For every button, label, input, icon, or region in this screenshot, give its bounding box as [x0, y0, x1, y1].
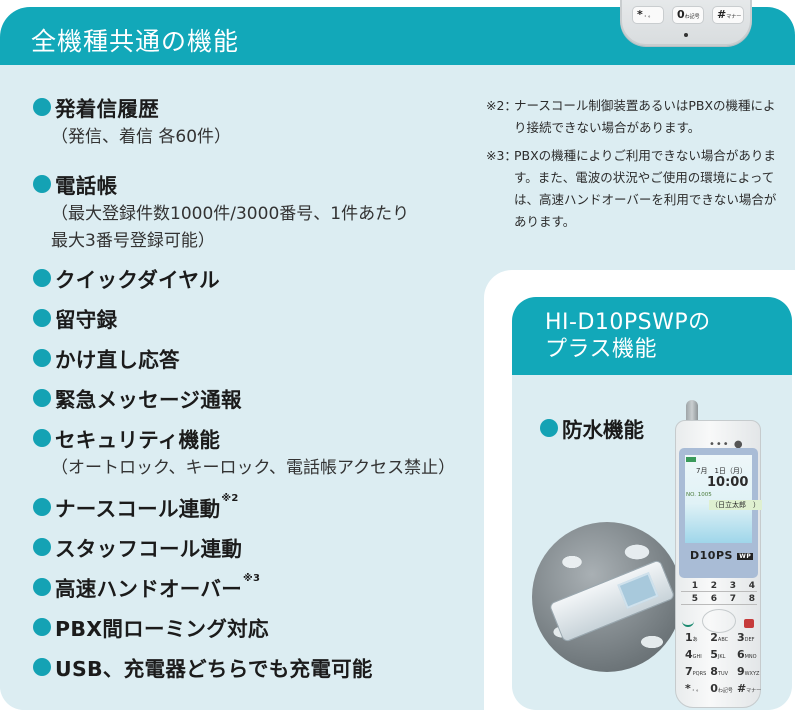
- feature-label: スタッフコール連動: [55, 537, 243, 561]
- feature-note: （最大登録件数1000件/3000番号、1件あたり 最大3番号登録可能）: [51, 201, 409, 255]
- footnote-text: ナースコール制御装置あるいはPBXの機種により接続できない場合があります。: [514, 98, 776, 135]
- bullet-icon: [33, 349, 51, 367]
- feature-label: USB、充電器どちらでも充電可能: [55, 657, 373, 681]
- footnote-ref: ※2: [221, 492, 239, 504]
- footnote-mark: ※2：: [486, 98, 517, 113]
- footnote-ref: ※3: [243, 572, 261, 584]
- feature-label: 発着信履歴: [55, 97, 159, 121]
- footnote-mark: ※3：: [486, 148, 517, 163]
- feature-phonebook: 電話帳 （最大登録件数1000件/3000番号、1件あたり 最大3番号登録可能）: [33, 169, 409, 255]
- feature-nurse-call: ナースコール連動※2: [33, 492, 239, 522]
- nav-pad: [702, 609, 736, 633]
- feature-waterproof: 防水機能: [540, 413, 644, 443]
- screen-name: （日立太郎 ）: [709, 500, 762, 510]
- feature-label: 高速ハンドオーバー: [55, 577, 242, 601]
- key-star: *・∘: [632, 6, 664, 24]
- bullet-icon: [33, 98, 51, 116]
- feature-security: セキュリティ機能 （オートロック、キーロック、電話帳アクセス禁止）: [33, 423, 455, 482]
- key-hash: #マナー: [712, 6, 744, 24]
- microphone-dot: [684, 33, 688, 37]
- footnotes: ※2： ナースコール制御装置あるいはPBXの機種により接続できない場合があります…: [486, 95, 786, 233]
- screen-date: 7月 1日（月）: [696, 467, 747, 475]
- title-line: プラス機能: [545, 337, 658, 362]
- plus-features-title: HI-D10PSWPの プラス機能: [545, 309, 711, 363]
- feature-label: 防水機能: [562, 418, 644, 442]
- feature-note: （発信、着信 各60件）: [51, 127, 232, 147]
- bullet-icon: [33, 498, 51, 516]
- handset-screen: 7月 1日（月） 10:00 NO. 1005 （日立太郎 ）: [685, 455, 762, 543]
- footnote-3: ※3： PBXの機種によりご利用できない場合があります。また、電波の状況やご使用…: [486, 145, 786, 233]
- feature-emergency-message: 緊急メッセージ通報: [33, 383, 242, 413]
- screen-time: 10:00: [707, 475, 749, 490]
- bullet-icon: [33, 429, 51, 447]
- bullet-icon: [33, 538, 51, 556]
- bullet-icon: [33, 658, 51, 676]
- feature-voicemail: 留守録: [33, 303, 117, 333]
- panel-bottom: [0, 640, 484, 710]
- feature-staff-call: スタッフコール連動: [33, 532, 242, 562]
- feature-note-line: 最大3番号登録可能）: [51, 231, 215, 251]
- handset-body: ••• ● 7月 1日（月） 10:00 NO. 1005 （日立太郎 ） D1…: [675, 420, 762, 708]
- feature-label: クイックダイヤル: [55, 268, 220, 292]
- section-title: 全機種共通の機能: [31, 27, 240, 56]
- feature-handover: 高速ハンドオーバー※3: [33, 572, 260, 602]
- title-line: HI-D10PSWPの: [545, 310, 711, 335]
- end-key-icon: [744, 619, 754, 628]
- feature-callback: かけ直し応答: [33, 343, 180, 373]
- footnote-text: PBXの機種によりご利用できない場合があります。また、電波の状況やご使用の環境に…: [514, 148, 777, 229]
- wet-phone-illustration: [548, 559, 676, 643]
- feature-label: かけ直し応答: [55, 348, 180, 372]
- screen-number: NO. 1005: [686, 492, 712, 498]
- feature-note: （オートロック、キーロック、電話帳アクセス禁止）: [51, 458, 456, 478]
- bullet-icon: [33, 618, 51, 636]
- antenna: [686, 400, 698, 424]
- feature-call-history: 発着信履歴 （発信、着信 各60件）: [33, 92, 231, 151]
- bullet-icon: [33, 175, 51, 193]
- feature-label: ナースコール連動: [55, 497, 221, 521]
- waterproof-photo: [532, 522, 682, 672]
- handset-product-image: ••• ● 7月 1日（月） 10:00 NO. 1005 （日立太郎 ） D1…: [675, 400, 762, 710]
- feature-label: PBX間ローミング対応: [55, 617, 269, 641]
- plus-features-header: HI-D10PSWPの プラス機能: [512, 297, 792, 375]
- key-zero: 0わ記号: [672, 6, 704, 24]
- speaker-icon: ••• ●: [709, 439, 744, 450]
- bullet-icon: [33, 269, 51, 287]
- call-key-icon: [682, 621, 694, 627]
- bullet-icon: [540, 419, 558, 437]
- feature-label: セキュリティ機能: [55, 428, 221, 452]
- feature-label: 緊急メッセージ通報: [55, 388, 242, 412]
- bullet-icon: [33, 309, 51, 327]
- feature-label: 留守録: [55, 308, 118, 332]
- model-label: D10PS WP: [690, 549, 754, 562]
- bullet-icon: [33, 578, 51, 596]
- bullet-icon: [33, 389, 51, 407]
- feature-label: 電話帳: [55, 174, 118, 198]
- handset-image-top: *・∘ 0わ記号 #マナー: [620, 0, 752, 46]
- dial-keypad: 1あ 2ABC 3DEF 4GHI 5JKL 6MNO 7PQRS 8TUV 9…: [685, 631, 762, 695]
- feature-pbx-roaming: PBX間ローミング対応: [33, 612, 269, 642]
- feature-note-line: （最大登録件数1000件/3000番号、1件あたり: [51, 204, 410, 224]
- footnote-2: ※2： ナースコール制御装置あるいはPBXの機種により接続できない場合があります…: [486, 95, 786, 139]
- feature-charging: USB、充電器どちらでも充電可能: [33, 652, 373, 682]
- feature-quick-dial: クイックダイヤル: [33, 263, 220, 293]
